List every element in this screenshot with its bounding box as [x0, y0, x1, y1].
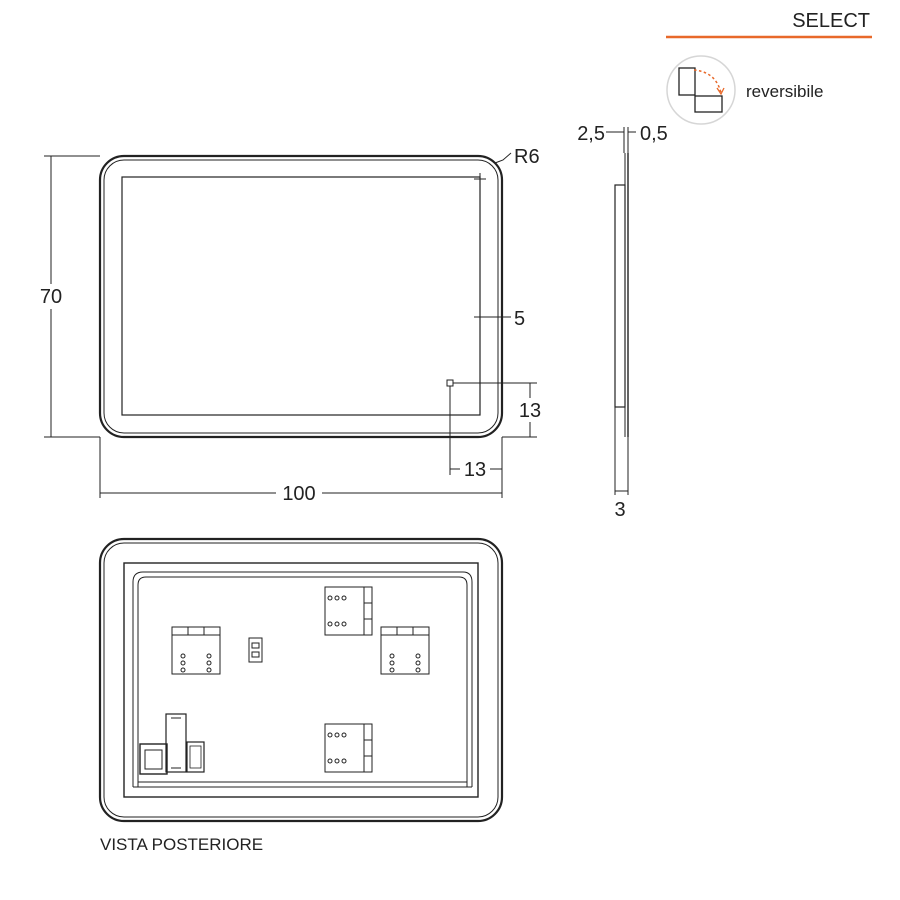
width-dimension-label: 100 — [282, 483, 315, 505]
reversible-label: reversibile — [746, 82, 823, 101]
rear-view-caption: VISTA POSTERIORE — [100, 835, 263, 854]
radius-leader — [494, 152, 512, 164]
mounting-bracket-top — [324, 586, 373, 636]
sensor-bottom-dimension — [453, 382, 537, 438]
side-view-profile — [606, 127, 636, 495]
led-inset-label: 5 — [514, 308, 525, 330]
side-thickness-right-label: 0,5 — [640, 123, 668, 145]
corner-radius-label: R6 — [514, 146, 540, 168]
front-view-mirror — [98, 154, 504, 439]
mounting-bracket-bottom — [324, 723, 373, 773]
sensor-right-label: 13 — [464, 459, 486, 481]
mirror-outer-frame — [98, 154, 504, 439]
sensor-bottom-label: 13 — [519, 400, 541, 422]
height-dimension — [44, 155, 100, 438]
rear-view-mirror — [98, 537, 504, 823]
power-box — [139, 743, 168, 775]
led-driver-unit — [165, 713, 205, 773]
touch-sensor — [446, 379, 454, 387]
side-thickness-left-label: 2,5 — [577, 123, 605, 145]
side-depth-label: 3 — [614, 499, 625, 521]
product-name: SELECT — [792, 10, 870, 32]
mounting-bracket-right — [380, 626, 430, 675]
led-strip-outline — [121, 176, 481, 416]
rear-connector — [248, 637, 263, 663]
sensor-right-dimension — [449, 386, 503, 475]
rear-panel — [123, 562, 479, 798]
mirror-inner-frame — [103, 159, 499, 434]
height-dimension-label: 70 — [40, 286, 62, 308]
mounting-bracket-left — [171, 626, 221, 675]
reversible-mirror-icon — [666, 55, 736, 125]
